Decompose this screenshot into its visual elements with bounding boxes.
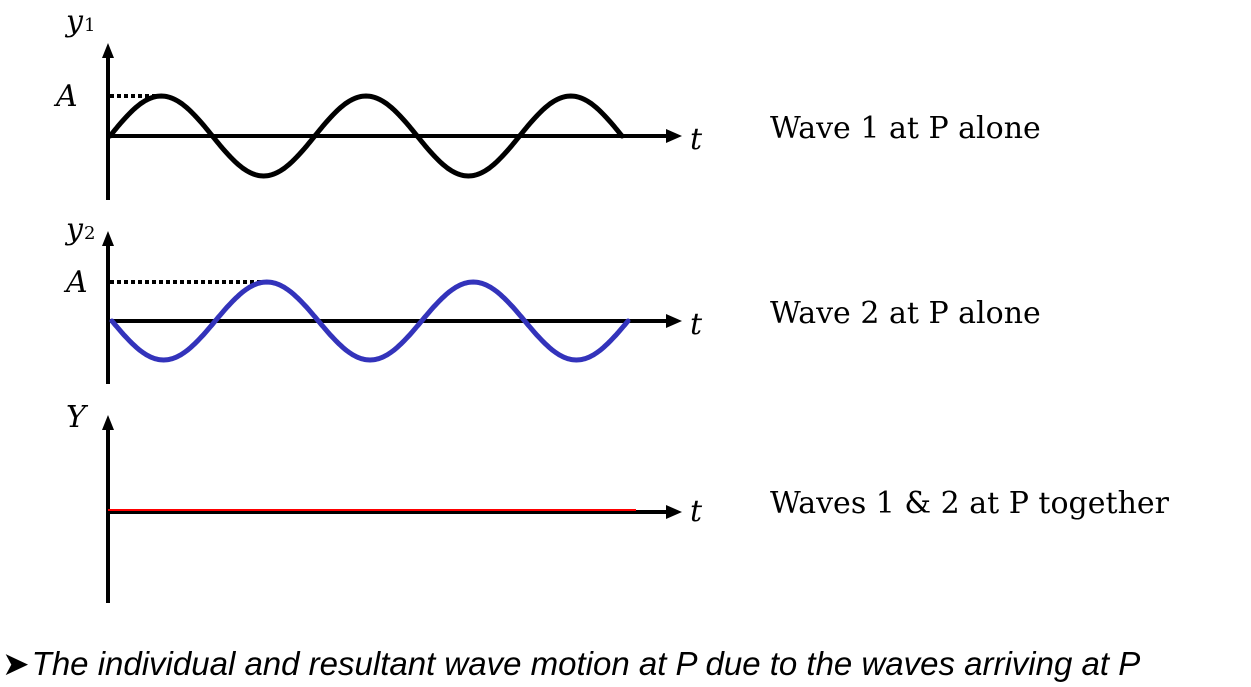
t-axis-3-label: t: [690, 494, 703, 529]
amplitude-label-2: A: [63, 265, 88, 300]
y2-axis-arrowhead: [102, 231, 114, 246]
wave-1-curve: [107, 93, 625, 179]
footer-note: ➤The individual and resultant wave motio…: [2, 641, 1251, 687]
panel-wave1: y1 A t Wave 1 at P alone: [53, 4, 1041, 200]
wave-superposition-diagram: y1 A t Wave 1 at P alone y2 A t Wave 2 a…: [53, 4, 1170, 603]
caption-resultant: Waves 1 & 2 at P together: [770, 486, 1170, 521]
Y-axis-arrowhead: [102, 415, 114, 430]
y1-axis-label: y1: [64, 4, 95, 39]
caption-wave1: Wave 1 at P alone: [770, 111, 1041, 146]
y1-axis-arrowhead: [102, 43, 114, 58]
footer-text: The individual and resultant wave motion…: [31, 645, 1141, 682]
amplitude-label-1: A: [53, 79, 78, 114]
bullet-arrow-icon: ➤: [2, 645, 30, 682]
t-axis-3-arrowhead: [666, 505, 682, 519]
t-axis-1-arrowhead: [666, 129, 682, 143]
wave-2-curve: [109, 279, 631, 363]
y2-axis-label: y2: [64, 212, 95, 247]
t-axis-2-label: t: [690, 307, 703, 342]
panel-resultant: Y t Waves 1 & 2 at P together: [66, 400, 1170, 603]
t-axis-2-arrowhead: [666, 314, 682, 328]
Y-axis-label: Y: [66, 400, 89, 435]
panel-wave2: y2 A t Wave 2 at P alone: [63, 212, 1041, 384]
t-axis-1-label: t: [690, 122, 703, 157]
caption-wave2: Wave 2 at P alone: [770, 296, 1041, 331]
